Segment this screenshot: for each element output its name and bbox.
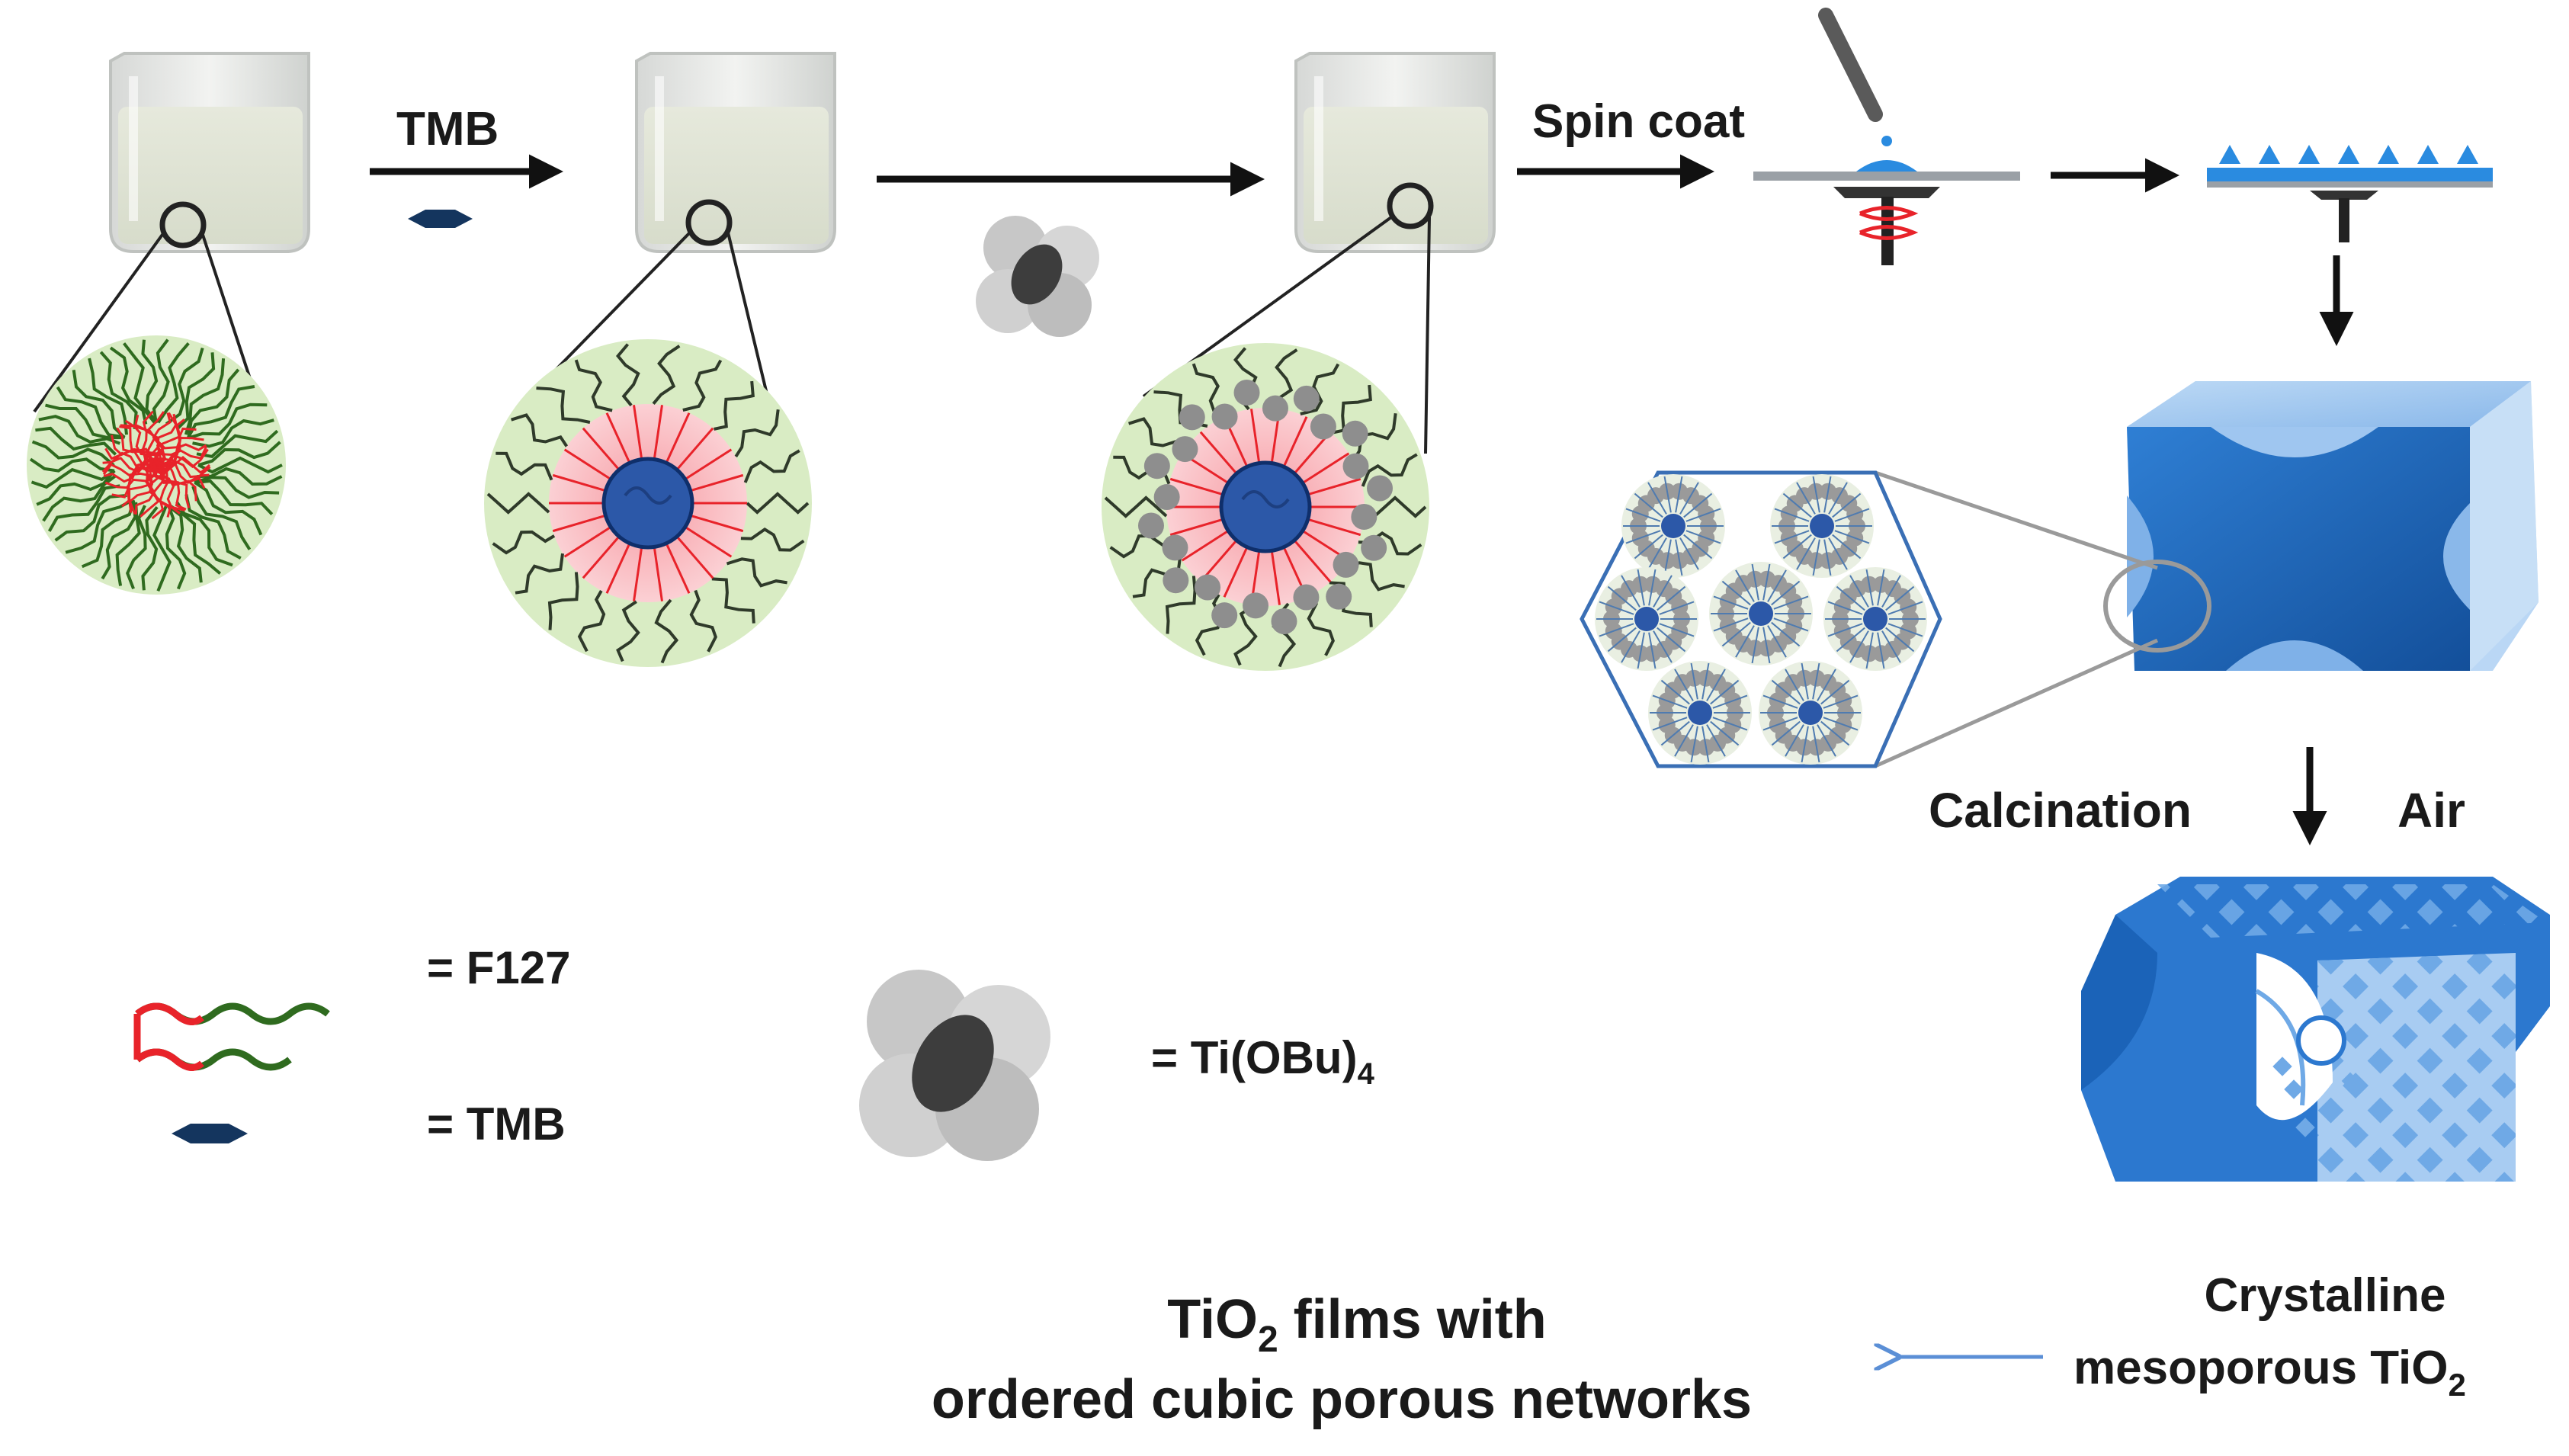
caption-crystalline-line1: Crystalline	[2204, 1269, 2446, 1322]
packed-micelle	[1709, 562, 1813, 665]
spin-coater	[1753, 8, 2020, 265]
tmb-core	[1219, 460, 1312, 553]
legend-f127-icon	[133, 1002, 330, 1071]
micelle-f127-tmb	[484, 339, 812, 667]
micelle-packing-inset	[1580, 470, 2211, 768]
legend-tmb-label: = TMB	[427, 1098, 566, 1150]
coated-film	[2207, 145, 2493, 242]
beaker-1	[109, 52, 310, 253]
precursor-molecule-icon	[976, 216, 1099, 337]
micelle-with-precursor	[1102, 343, 1429, 671]
legend: = F127 = TMB = Ti(OBu)4	[133, 942, 1375, 1161]
tmb-core	[601, 457, 694, 550]
tmb-molecule-icon	[408, 210, 473, 228]
legend-f127-label: = F127	[427, 942, 570, 993]
beaker-3	[1294, 52, 1496, 253]
legend-tiobu-label: = Ti(OBu)4	[1151, 1032, 1375, 1091]
packed-micelle	[1595, 567, 1698, 671]
caption-final-line1: TiO2 films with	[1167, 1289, 1546, 1360]
label-air: Air	[2397, 783, 2465, 838]
label-tmb: TMB	[396, 103, 499, 156]
packed-micelle	[1621, 474, 1725, 578]
beaker-2	[635, 52, 836, 253]
legend-tmb-icon	[172, 1124, 248, 1143]
caption-final-line2: ordered cubic porous networks	[932, 1369, 1752, 1430]
packed-micelle	[1823, 567, 1927, 671]
crystalline-structure	[2081, 877, 2550, 1182]
micelle-f127	[27, 335, 286, 595]
packed-micelle	[1770, 474, 1874, 578]
packed-micelle	[1759, 661, 1862, 765]
label-calcination: Calcination	[1929, 783, 2192, 838]
label-spin-coat: Spin coat	[1532, 95, 1745, 148]
legend-tiobu-icon	[859, 970, 1050, 1161]
mesostructure-cube	[2127, 381, 2539, 671]
packed-micelle	[1648, 661, 1752, 765]
process-arrows	[370, 154, 2354, 845]
caption-crystalline-line2: mesoporous TiO2	[2073, 1342, 2466, 1403]
